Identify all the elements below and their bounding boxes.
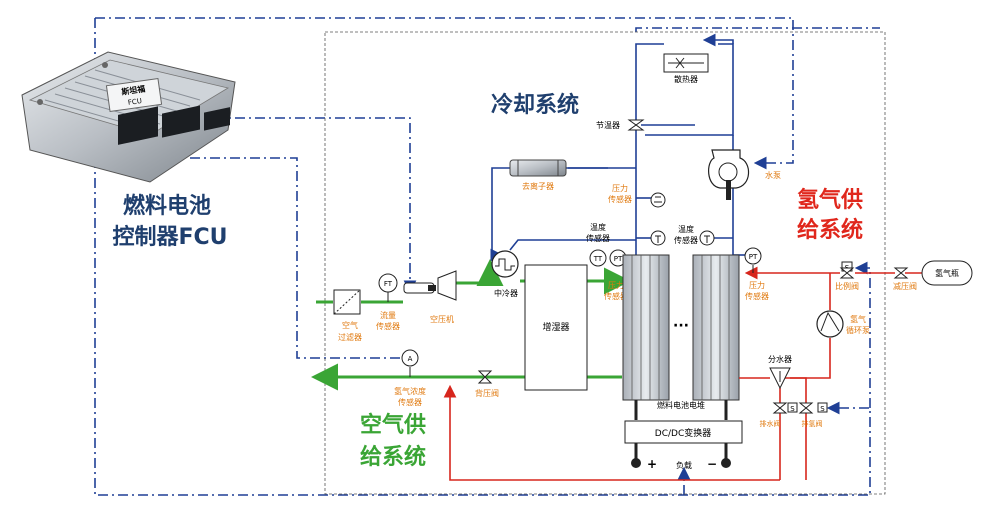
stack-inlet-sensors: TT PT 压力 传感器 [589,249,628,301]
stack-label: 燃料电池电堆 [657,400,705,410]
drain-valve-tag: S [790,405,795,413]
thermostat-label: 节温器 [596,121,620,130]
h2-tank-label: 氢气瓶 [935,268,959,278]
air-filter-label-1: 空气 [342,320,358,330]
intercooler: 中冷器 [491,250,519,298]
inlet-temp-tag: TT [593,255,603,263]
dcdc-converter: DC/DC变换器 + − 负载 [624,420,743,471]
system-boundary [324,31,886,495]
dcdc-label: DC/DC变换器 [655,427,711,439]
pressure-sensor-cooling-label-1: 压力 [612,183,628,193]
deionizer: 去离子器 [509,159,567,191]
h2-circulation-pump: 氢气 循环泵 [816,310,870,338]
pressure-h2-label-1: 压力 [749,280,765,290]
humidifier: 增湿器 [524,264,588,391]
proportional-valve-label: 比例阀 [835,281,859,291]
pressure-air-label-2: 传感器 [604,291,628,301]
purge-valve-label: 排氢阀 [802,419,823,428]
h2-pump-label-1: 氢气 [850,314,866,324]
drain-valve: S 排水阀 [760,402,798,428]
reducing-valve-label: 减压阀 [893,281,917,291]
humidifier-label: 增湿器 [542,321,569,333]
h2-conc-tag: A [408,355,413,363]
water-pump-label: 水泵 [765,170,781,180]
temperature-sensor-a: 温度 传感器 [586,222,666,246]
hydrogen-system-title-2: 给系统 [797,217,863,243]
flow-sensor-tag: FT [384,280,393,288]
temp-sensor-a-label-1: 温度 [590,222,606,232]
fan-icon [668,57,704,69]
temperature-sensor-b: 温度 传感器 [674,224,715,246]
hydrogen-loop [443,266,922,481]
air-compressor: 空压机 [403,270,457,324]
signal-lines [94,17,880,496]
pressure-sensor-cooling-label-2: 传感器 [608,194,632,204]
hydrogen-tank: 氢气瓶 [921,260,973,286]
fcu-brand-label: 斯坦福 [121,83,146,96]
air-filter: 空气 过滤器 [333,289,362,342]
stack-ellipsis: ··· [673,318,689,334]
air-filter-label-2: 过滤器 [338,332,362,342]
inlet-pressure-tag: PT [614,255,623,263]
fcu-title-2: 控制器FCU [112,224,227,250]
flow-sensor-label-2: 传感器 [376,321,400,331]
thermostat: 节温器 [596,119,645,131]
temp-sensor-b-label-1: 温度 [678,224,694,234]
compressor-label: 空压机 [430,314,454,324]
fcu-device-image: 斯坦福 FCU [21,51,236,183]
cooling-system-title: 冷却系统 [491,92,579,118]
separator-label: 分水器 [768,354,792,364]
fuel-cell-stack: ··· 燃料电池电堆 [622,254,740,420]
water-pump: 水泵 [708,149,781,200]
deionizer-label: 去离子器 [522,181,554,191]
purge-valve: S 排氢阀 [798,402,828,428]
temp-sensor-b-label-2: 传感器 [674,235,698,245]
h2-pump-label-2: 循环泵 [846,325,870,335]
h2-conc-label-2: 传感器 [398,397,422,407]
drain-valve-label: 排水阀 [760,419,781,428]
back-pressure-valve-label: 背压阀 [475,388,499,398]
h2-pressure-sensor: PT 压力 传感器 [744,247,769,301]
plus-terminal: + [647,457,657,471]
h2-concentration-sensor: A 氢气浓度 传感器 [394,349,426,407]
fcu-title-1: 燃料电池 [123,193,211,219]
air-system-title-1: 空气供 [360,412,426,438]
radiator: 散热器 [663,53,709,84]
air-system-title-2: 给系统 [360,444,426,470]
pressure-sensor-cooling: 压力 传感器 [608,183,666,208]
flow-sensor: FT 流量 传感器 [376,273,400,331]
proportional-valve: S 比例阀 [835,261,859,291]
intercooler-label: 中冷器 [494,288,518,298]
fcu-model-label: FCU [127,97,142,107]
h2-conc-label-1: 氢气浓度 [394,386,426,396]
hydrogen-system-title-1: 氢气供 [797,187,863,213]
pressure-air-label-1: 压力 [608,280,624,290]
radiator-label: 散热器 [674,74,698,84]
purge-valve-tag: S [820,405,825,413]
back-pressure-valve: 背压阀 [475,370,499,398]
minus-terminal: − [707,457,717,471]
temp-sensor-a-label-2: 传感器 [586,233,610,243]
flow-sensor-label-1: 流量 [380,310,396,320]
load-label: 负载 [676,460,692,470]
pressure-h2-label-2: 传感器 [745,291,769,301]
h2-pressure-tag: PT [749,253,758,261]
reducing-valve: 减压阀 [893,267,917,291]
water-separator: 分水器 [768,354,792,390]
